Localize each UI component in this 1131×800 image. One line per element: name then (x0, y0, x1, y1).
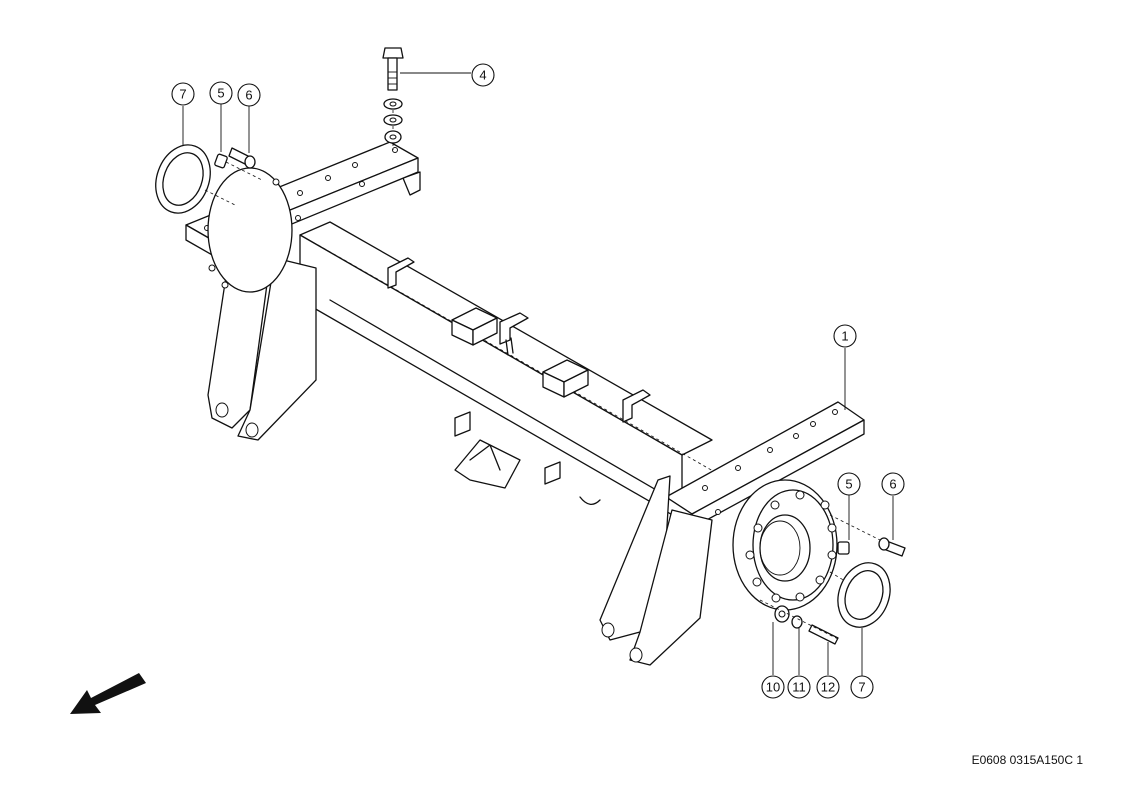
axle-beam (299, 221, 721, 521)
drawing-reference-code: E0608 0315A150C 1 (971, 753, 1083, 767)
svg-text:11: 11 (792, 680, 806, 695)
direction-arrow-icon (70, 673, 146, 714)
callouts: 1 4 5 6 7 5 (171, 63, 905, 699)
callout-6-right: 6 (881, 472, 905, 496)
svg-text:6: 6 (245, 88, 252, 103)
callout-10: 10 (761, 675, 785, 699)
left-parts (155, 144, 263, 214)
callout-5-left: 5 (209, 81, 233, 105)
callout-5-right: 5 (837, 472, 861, 496)
callout-12: 12 (816, 675, 840, 699)
svg-text:5: 5 (217, 86, 224, 101)
callout-4: 4 (471, 63, 495, 87)
svg-text:1: 1 (841, 329, 848, 344)
svg-text:7: 7 (858, 680, 865, 695)
right-mount-plate (599, 401, 865, 666)
beam-brackets (387, 171, 651, 505)
svg-text:6: 6 (889, 477, 896, 492)
callout-6-left: 6 (237, 83, 261, 107)
right-parts (759, 514, 906, 645)
svg-text:12: 12 (821, 680, 835, 695)
bolt-stack (382, 47, 404, 150)
callout-7-right: 7 (850, 675, 874, 699)
left-mount-plate (185, 141, 419, 441)
svg-text:4: 4 (479, 68, 486, 83)
svg-text:7: 7 (179, 87, 186, 102)
callout-7-left: 7 (171, 82, 195, 106)
svg-text:10: 10 (766, 680, 780, 695)
svg-text:5: 5 (845, 477, 852, 492)
callout-1: 1 (833, 324, 857, 348)
callout-11: 11 (787, 675, 811, 699)
